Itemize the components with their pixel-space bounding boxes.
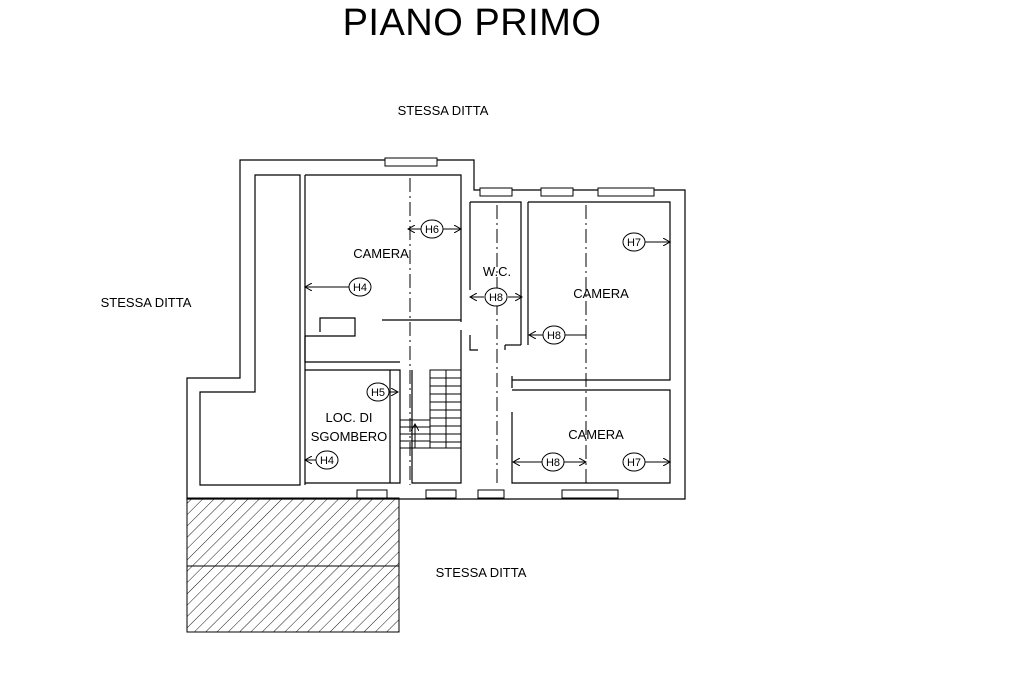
height-marker-h8-camera: H8 <box>529 325 586 345</box>
room-label-camera-nw: CAMERA <box>353 246 409 261</box>
neighbor-label-top: STESSA DITTA <box>398 103 489 118</box>
h7-se-label: H7 <box>627 457 641 469</box>
height-marker-h5: H5 <box>366 382 398 402</box>
windows <box>356 157 655 499</box>
height-marker-h7-se: H7 <box>622 452 670 472</box>
room-label-storage-line2: SGOMBERO <box>311 429 388 444</box>
height-marker-h7-top: H7 <box>622 232 670 252</box>
page-title: PIANO PRIMO <box>342 2 602 44</box>
h4-camera-label: H4 <box>353 282 367 294</box>
staircase <box>399 369 462 449</box>
room-label-camera-se: CAMERA <box>568 427 624 442</box>
room-label-wc: W.C. <box>483 264 511 279</box>
hatched-terrace <box>186 497 400 633</box>
h4-storage-label: H4 <box>320 455 334 467</box>
h8-wc-label: H8 <box>489 292 503 304</box>
h8-camera-label: H8 <box>547 330 561 342</box>
height-marker-h8-wc: H8 <box>470 287 522 307</box>
room-label-storage-line1: LOC. DI <box>326 410 373 425</box>
neighbor-label-bottom: STESSA DITTA <box>436 565 527 580</box>
h8-se-label: H8 <box>546 457 560 469</box>
height-marker-h6: H6 <box>408 219 461 239</box>
room-label-camera-east: CAMERA <box>573 286 629 301</box>
h5-label: H5 <box>371 387 385 399</box>
height-marker-h4-camera: H4 <box>305 277 372 297</box>
height-marker-h8-se: H8 <box>513 452 586 472</box>
h7-top-label: H7 <box>627 237 641 249</box>
neighbor-label-left: STESSA DITTA <box>101 295 192 310</box>
height-marker-h4-storage: H4 <box>305 450 339 470</box>
h6-label: H6 <box>425 224 439 236</box>
